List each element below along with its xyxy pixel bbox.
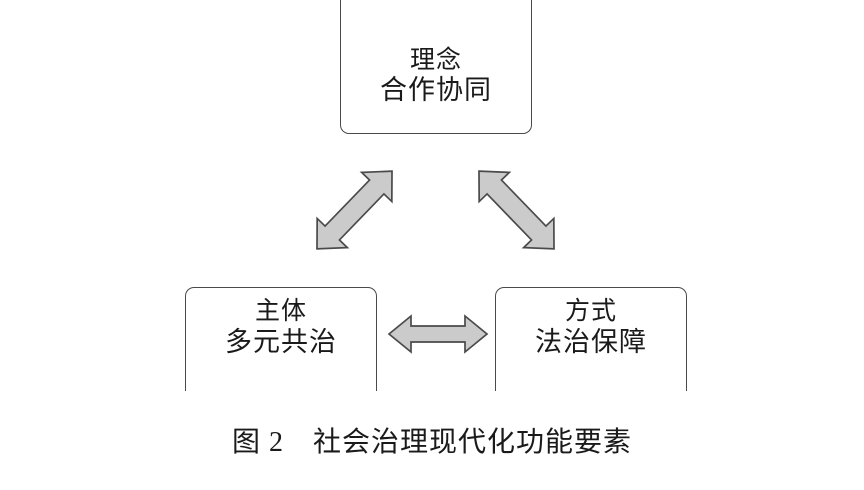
node-left-label-primary: 主体	[254, 298, 307, 325]
connector-bottom-horizontal	[387, 314, 489, 354]
node-top-label-secondary: 合作协同	[380, 75, 492, 106]
node-top-label-primary: 理念	[409, 46, 462, 74]
node-top-concept[interactable]: 理念 合作协同	[340, 0, 532, 134]
connector-left-diagonal	[316, 170, 393, 250]
node-right-label-secondary: 法治保障	[535, 326, 647, 357]
node-left-label-secondary: 多元共治	[225, 326, 337, 357]
connector-right-diagonal	[478, 170, 555, 250]
figure-caption: 图 2 社会治理现代化功能要素	[231, 427, 632, 458]
node-right-label-primary: 方式	[564, 298, 617, 325]
node-bottom-left-subject[interactable]: 主体 多元共治	[185, 287, 377, 391]
node-bottom-right-method[interactable]: 方式 法治保障	[495, 287, 687, 391]
